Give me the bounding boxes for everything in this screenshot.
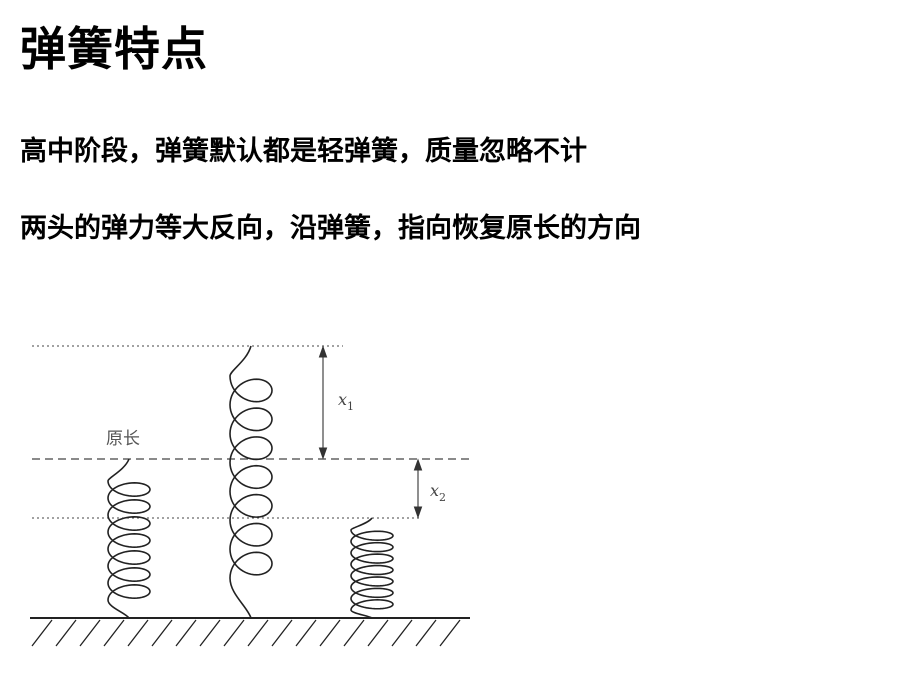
bullet-force-direction: 两头的弹力等大反向，沿弹簧，指向恢复原长的方向 [20,213,641,244]
compressed-spring [350,517,394,619]
ground [30,617,470,647]
stretch-label: x1 [338,390,354,413]
compress-arrow [413,458,423,519]
natural-length-spring [107,458,151,619]
compress-label: x2 [430,481,446,504]
stretched-spring [229,345,273,619]
bullet-light-spring: 高中阶段，弹簧默认都是轻弹簧，质量忽略不计 [20,136,587,167]
page-title: 弹簧特点 [20,22,208,76]
stretch-arrow [318,345,328,460]
natural-length-label: 原长 [106,429,140,449]
